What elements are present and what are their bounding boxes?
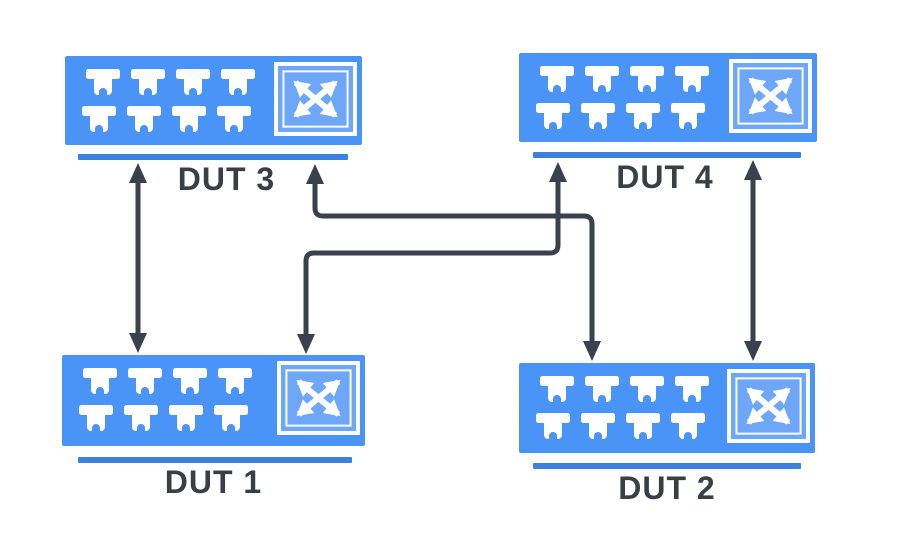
port-notch bbox=[553, 395, 561, 402]
port-notch bbox=[96, 387, 104, 394]
switch-chassis bbox=[519, 363, 815, 453]
ethernet-port-icon bbox=[540, 376, 574, 403]
port-notch bbox=[598, 85, 606, 92]
port-notch bbox=[594, 122, 602, 129]
port-row bbox=[540, 66, 709, 93]
port-notch bbox=[182, 424, 190, 431]
ethernet-port-icon bbox=[671, 413, 705, 440]
ethernet-port-icon bbox=[124, 405, 158, 432]
device-label: DUT 2 bbox=[618, 470, 716, 506]
ethernet-port-icon bbox=[585, 376, 619, 403]
crossconnect-switch-icon bbox=[274, 62, 357, 136]
ethernet-port-icon bbox=[176, 69, 210, 96]
ethernet-port-icon bbox=[172, 106, 206, 133]
switch-chassis bbox=[62, 355, 365, 446]
ethernet-port-icon bbox=[131, 69, 165, 96]
ethernet-port-icon bbox=[79, 405, 113, 432]
ethernet-port-icon bbox=[626, 103, 660, 130]
ethernet-port-icon bbox=[82, 106, 116, 133]
ethernet-port-icon bbox=[86, 69, 120, 96]
ethernet-port-icon bbox=[127, 106, 161, 133]
ethernet-port-icon bbox=[173, 368, 207, 395]
device-underline bbox=[533, 152, 801, 158]
port-notch bbox=[639, 432, 647, 439]
switch-chassis bbox=[519, 53, 817, 142]
ethernet-port-icon bbox=[217, 106, 251, 133]
ethernet-port-icon bbox=[221, 69, 255, 96]
ethernet-port-icon bbox=[581, 103, 615, 130]
device-label: DUT 1 bbox=[164, 464, 263, 500]
port-notch bbox=[688, 395, 696, 402]
port-notch bbox=[141, 387, 149, 394]
port-notch bbox=[137, 424, 145, 431]
port-notch bbox=[234, 88, 242, 95]
device-underline bbox=[78, 457, 352, 463]
device-label: DUT 3 bbox=[177, 161, 276, 197]
device-dut-2: DUT 2 bbox=[519, 363, 815, 513]
ethernet-port-icon bbox=[675, 376, 709, 403]
port-notch bbox=[140, 125, 148, 132]
port-notch bbox=[639, 122, 647, 129]
crossconnect-switch-icon bbox=[727, 369, 810, 443]
port-notch bbox=[684, 122, 692, 129]
port-notch bbox=[643, 395, 651, 402]
ethernet-port-icon bbox=[675, 66, 709, 93]
device-dut-4: DUT 4 bbox=[519, 53, 817, 203]
port-notch bbox=[549, 432, 557, 439]
port-notch bbox=[95, 125, 103, 132]
switch-chassis bbox=[65, 56, 362, 145]
port-row bbox=[540, 376, 709, 403]
ethernet-port-icon bbox=[626, 413, 660, 440]
port-row bbox=[86, 69, 255, 96]
ethernet-port-icon bbox=[128, 368, 162, 395]
port-notch bbox=[598, 395, 606, 402]
port-row bbox=[79, 405, 248, 432]
ethernet-port-icon bbox=[214, 405, 248, 432]
port-notch bbox=[186, 387, 194, 394]
port-notch bbox=[549, 122, 557, 129]
port-notch bbox=[688, 85, 696, 92]
port-row bbox=[82, 106, 251, 133]
device-underline bbox=[533, 463, 801, 469]
ethernet-port-icon bbox=[630, 66, 664, 93]
ethernet-port-icon bbox=[630, 376, 664, 403]
port-notch bbox=[185, 125, 193, 132]
device-dut-3: DUT 3 bbox=[65, 56, 362, 206]
port-notch bbox=[92, 424, 100, 431]
port-notch bbox=[553, 85, 561, 92]
crossconnect-switch-icon bbox=[277, 361, 360, 435]
ethernet-port-icon bbox=[540, 66, 574, 93]
device-dut-1: DUT 1 bbox=[62, 355, 365, 507]
crossconnect-switch-icon bbox=[729, 59, 812, 133]
port-notch bbox=[594, 432, 602, 439]
port-row bbox=[536, 413, 705, 440]
ethernet-port-icon bbox=[536, 103, 570, 130]
device-underline bbox=[78, 154, 348, 160]
port-row bbox=[83, 368, 252, 395]
port-notch bbox=[189, 88, 197, 95]
ethernet-port-icon bbox=[585, 66, 619, 93]
port-notch bbox=[144, 88, 152, 95]
ethernet-port-icon bbox=[536, 413, 570, 440]
port-row bbox=[536, 103, 705, 130]
ethernet-port-icon bbox=[218, 368, 252, 395]
device-label: DUT 4 bbox=[616, 159, 714, 195]
ethernet-port-icon bbox=[83, 368, 117, 395]
ethernet-port-icon bbox=[169, 405, 203, 432]
port-notch bbox=[643, 85, 651, 92]
ethernet-port-icon bbox=[581, 413, 615, 440]
port-notch bbox=[227, 424, 235, 431]
port-notch bbox=[684, 432, 692, 439]
ethernet-port-icon bbox=[671, 103, 705, 130]
port-notch bbox=[231, 387, 239, 394]
port-notch bbox=[99, 88, 107, 95]
port-notch bbox=[230, 125, 238, 132]
